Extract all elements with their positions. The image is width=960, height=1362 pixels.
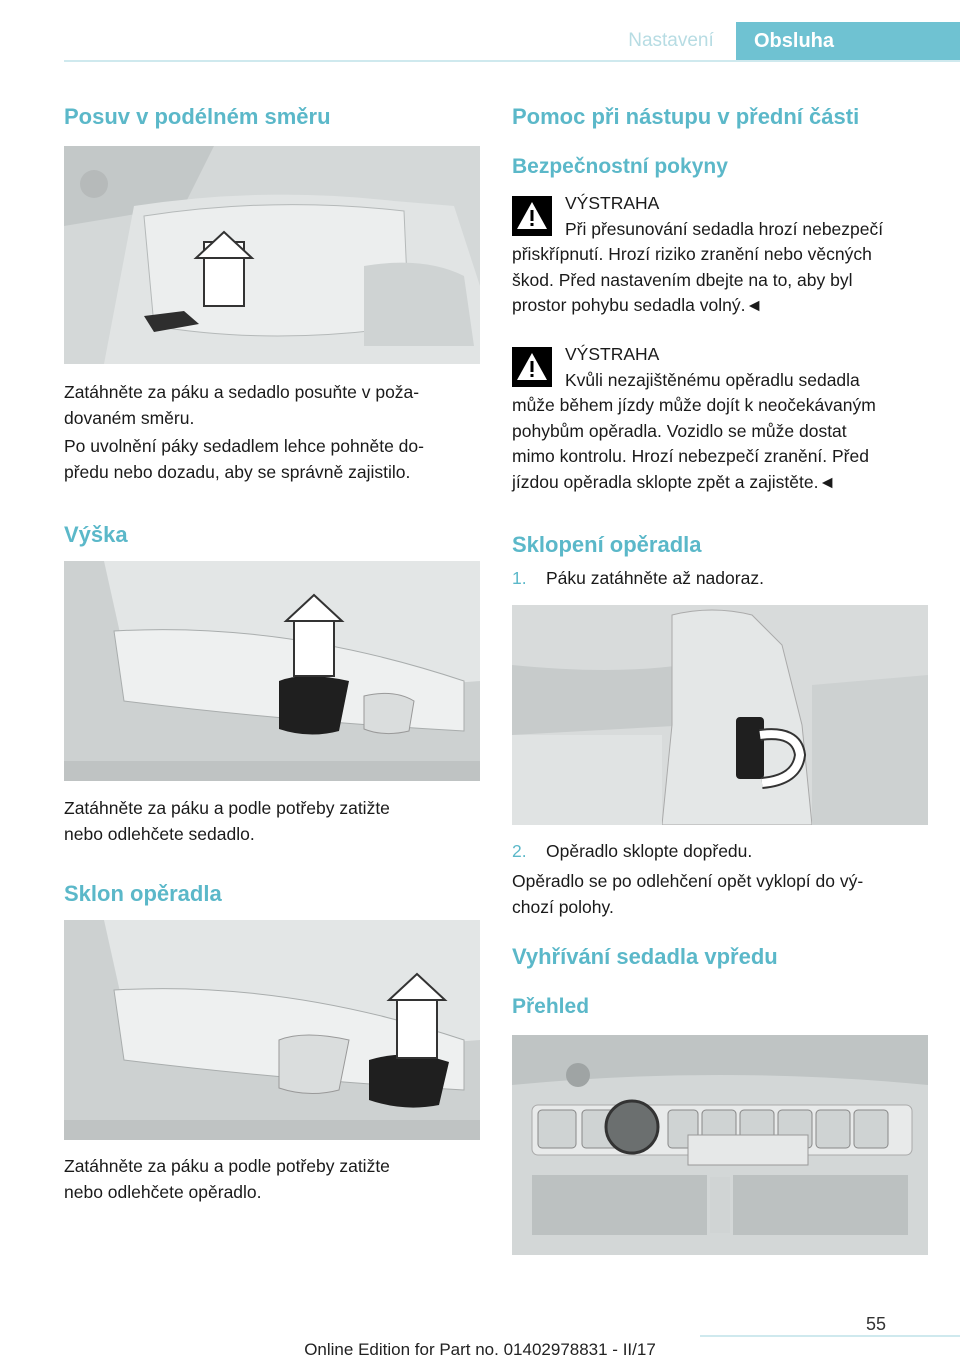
header-divider bbox=[64, 60, 960, 62]
paragraph-line: chozí polohy. bbox=[512, 896, 614, 917]
section-title-entry-aid: Pomoc při nástupu v přední části bbox=[512, 104, 860, 129]
paragraph-line: může během jízdy může dojít k neočekávan… bbox=[512, 395, 876, 415]
warning-label: VÝSTRAHA bbox=[565, 193, 660, 213]
paragraph-line: jízdou opěradla sklopte zpět a zajistěte… bbox=[512, 471, 836, 492]
step-item: 1. Páku zatáhněte až nadoraz. bbox=[512, 566, 932, 592]
paragraph-line: nebo odlehčete opěradlo. bbox=[64, 1181, 262, 1202]
section-title-backrest-angle: Sklon opěradla bbox=[64, 881, 222, 906]
image-seat-height bbox=[64, 561, 480, 781]
page-number: 55 bbox=[865, 1314, 886, 1334]
paragraph-line: Při přesunování sedadla hrozí nebezpečí bbox=[565, 218, 884, 239]
paragraph-line: Zatáhněte za páku a podle potřeby zatižt… bbox=[64, 1156, 390, 1176]
image-seat-longitudinal bbox=[64, 146, 480, 364]
step-number: 1. bbox=[512, 568, 527, 588]
paragraph-line: prostor pohybu sedadla volný.◄ bbox=[512, 295, 763, 315]
paragraph-line: Kvůli nezajištěnému opěradlu sedadla bbox=[565, 369, 860, 390]
paragraph-line: Zatáhněte za páku a podle potřeby zatižt… bbox=[64, 798, 390, 818]
step-number: 2. bbox=[512, 841, 527, 861]
section-title-seat-heating: Vyhřívání sedadla vpředu bbox=[512, 944, 778, 969]
paragraph-line: dovaném směru. bbox=[64, 407, 195, 428]
paragraph-line: Zatáhněte za páku a sedadlo posuňte v po… bbox=[64, 382, 420, 402]
step-text: Opěradlo sklopte dopředu. bbox=[546, 841, 753, 861]
paragraph-line: pohybům opěradla. Vozidlo se může dostat bbox=[512, 420, 847, 441]
paragraph-line: Opěradlo se po odlehčení opět vyklopí do… bbox=[512, 871, 864, 891]
step-text: Páku zatáhněte až nadoraz. bbox=[546, 568, 764, 588]
subsection-title-safety: Bezpečnostní pokyny bbox=[512, 155, 728, 178]
section-title-fold-backrest: Sklopení opěradla bbox=[512, 532, 702, 557]
paragraph-line: přiskřípnutí. Hrozí riziko zranění nebo … bbox=[512, 244, 872, 264]
warning-triangle-icon bbox=[512, 196, 552, 236]
header-section-nav[interactable]: Nastavení bbox=[628, 30, 714, 51]
step-item: 2. Opěradlo sklopte dopředu. bbox=[512, 839, 932, 865]
warning-triangle-icon bbox=[512, 347, 552, 387]
subsection-title-overview: Přehled bbox=[512, 995, 590, 1018]
header-section-tab[interactable]: Obsluha bbox=[736, 22, 960, 60]
section-title-height: Výška bbox=[64, 522, 128, 547]
paragraph-line: škod. Před nastavením dbejte na to, aby … bbox=[512, 269, 853, 290]
section-title-longitudinal: Posuv v podélném směru bbox=[64, 104, 331, 129]
warning-label: VÝSTRAHA bbox=[565, 344, 660, 364]
edition-note: Online Edition for Part no. 01402978831 … bbox=[304, 1340, 656, 1359]
paragraph-line: Po uvolnění páky sedadlem lehce pohněte … bbox=[64, 436, 424, 456]
image-seat-backrest-angle bbox=[64, 920, 480, 1140]
image-climate-panel bbox=[512, 1035, 928, 1255]
image-backrest-lever bbox=[512, 605, 928, 825]
paragraph-line: nebo odlehčete sedadlo. bbox=[64, 823, 255, 844]
paragraph-line: předu nebo dozadu, aby se správně zajist… bbox=[64, 461, 411, 482]
footer-divider bbox=[700, 1335, 960, 1337]
paragraph-line: mimo kontrolu. Hrozí nebezpečí zranění. … bbox=[512, 446, 869, 466]
